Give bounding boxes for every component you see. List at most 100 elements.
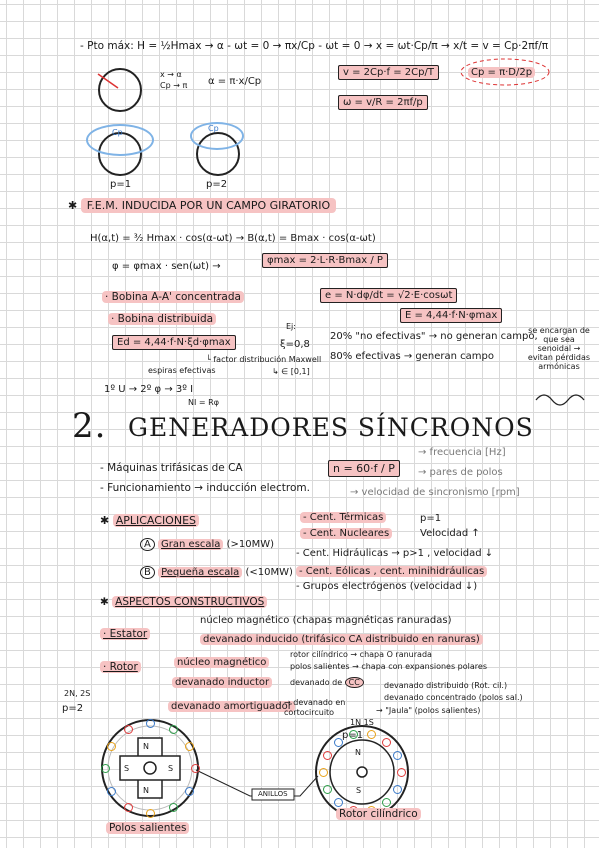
p1-field-loop xyxy=(86,124,154,156)
rotor-s: S xyxy=(356,786,362,795)
coil-dot xyxy=(382,798,392,808)
v-equation: v = 2Cp·f = 2Cp/T xyxy=(338,65,439,80)
estator-devanado: devanado inducido (trifásico CA distribu… xyxy=(200,634,483,645)
centrales-eolicas: - Cent. Eólicas , cent. minihidráulicas xyxy=(296,566,488,577)
devanado-de: devanado de xyxy=(290,678,343,687)
efectivas-note: 80% efectivas → generan campo xyxy=(330,351,494,362)
rotor-cilindrico-caption: Rotor cilíndrico xyxy=(336,808,421,820)
coil-dot xyxy=(146,719,155,728)
espiras-efectivas: espiras efectivas xyxy=(148,366,216,375)
u-phi-i-chain: 1º U → 2º φ → 3º I xyxy=(104,384,194,395)
map-cp-pi: Cp → π xyxy=(160,81,188,90)
cortocircuito-note: → devanado en cortocircuito xyxy=(284,698,346,717)
aspectos-heading-line: ✱ ASPECTOS CONSTRUCTIVOS xyxy=(100,596,268,609)
rotor-n: N xyxy=(355,748,361,757)
centrales-hidraulicas: - Cent. Hidráulicas → p>1 , velocidad ↓ xyxy=(296,548,494,559)
cc-badge: CC xyxy=(344,677,364,688)
devanado-cc-line: devanado de CC xyxy=(290,677,364,688)
pole-circle-diagram xyxy=(98,68,142,112)
side-note: se encargan de que sea senoidal → evitan… xyxy=(527,326,591,371)
bobina-distribuida: · Bobina distribuida xyxy=(108,313,217,325)
coil-dot xyxy=(319,768,328,777)
right-poles-count: 1N 1S xyxy=(350,718,374,727)
ni-equation: NI = Rφ xyxy=(188,398,219,407)
cp-equation: Cp = π·D/2p xyxy=(468,67,536,78)
centrales-termicas: - Cent. Térmicas xyxy=(300,512,387,523)
letter-a: A xyxy=(140,538,155,551)
fem-heading: F.E.M. INDUCIDA POR UN CAMPO GIRATORIO xyxy=(80,198,337,213)
h-field-equation: H(α,t) = ³⁄₂ Hmax · cos(α-ωt) → B(α,t) =… xyxy=(90,233,376,244)
polos-salientes-caption: Polos salientes xyxy=(106,822,190,834)
coil-dot xyxy=(101,764,110,773)
pto-max-line: - Pto máx: H = ½Hmax → α - ωt = 0 → πx/C… xyxy=(80,40,548,53)
bobina-concentrada: · Bobina A-A' concentrada xyxy=(102,291,244,303)
estator-nucleo: núcleo magnético (chapas magnéticas ranu… xyxy=(200,615,452,626)
p2-field-loop xyxy=(190,122,244,150)
anillos-label: ANILLOS xyxy=(258,790,288,798)
coil-dot xyxy=(168,725,178,735)
E-equation: E = 4,44·f·N·φmax xyxy=(400,308,503,323)
fem-heading-line: ✱ F.E.M. INDUCIDA POR UN CAMPO GIRATORIO xyxy=(68,198,337,213)
pequena-escala: Pequeña escala xyxy=(158,567,243,578)
maquinas-trifasicas: - Máquinas trifásicas de CA xyxy=(100,462,243,474)
phi-equation: φ = φmax · sen(ωt) → xyxy=(112,261,221,272)
coil-dot xyxy=(382,737,392,747)
centrales-nucleares: - Cent. Nucleares xyxy=(300,528,393,539)
estator-label: · Estator xyxy=(100,628,151,640)
pole-n-top: N xyxy=(143,742,149,751)
funcionamiento: - Funcionamiento → inducción electrom. xyxy=(100,482,310,494)
cp-symbol-p1: Cp xyxy=(112,128,123,137)
frecuencia-label: → frecuencia [Hz] xyxy=(418,447,506,458)
pole-n-bottom: N xyxy=(143,786,149,795)
rotor-nucleo: núcleo magnético xyxy=(174,657,270,668)
devanado-concentrado: devanado concentrado (polos sal.) xyxy=(384,693,523,702)
pequena-escala-range: (<10MW) xyxy=(245,567,293,578)
coil-dot xyxy=(107,786,117,796)
phimax-equation: φmax = 2·L·R·Bmax / P xyxy=(262,253,388,268)
jaula-note: → "Jaula" (polos salientes) xyxy=(376,706,481,715)
devanado-distribuido: devanado distribuido (Rot. cil.) xyxy=(384,681,508,690)
letter-b: B xyxy=(140,566,155,579)
aplicaciones-heading-line: ✱ APLICACIONES xyxy=(100,514,200,527)
w-equation: ω = v/R = 2πf/p xyxy=(338,95,428,110)
coil-dot xyxy=(393,751,403,761)
velocidad-alta: Velocidad ↑ xyxy=(420,528,480,539)
coil-dot xyxy=(123,802,133,812)
no-efectivas-note: 20% "no efectivas" → no generan campo, xyxy=(330,331,538,342)
xi-value: ξ=0,8 xyxy=(280,339,310,350)
map-x-alpha: x → α xyxy=(160,70,182,79)
coil-dot xyxy=(146,809,155,818)
rotor-cilindrico-note: rotor cilíndrico → chapa O ranurada xyxy=(290,650,432,659)
example-label: Ej: xyxy=(286,322,296,331)
grupos-electrogenos: - Grupos electrógenos (velocidad ↓) xyxy=(296,581,478,592)
coil-dot xyxy=(168,802,178,812)
p1-label: p=1 xyxy=(110,179,132,190)
salient-pole-machine xyxy=(101,719,199,817)
coil-dot xyxy=(107,741,117,751)
pequena-escala-line: B Pequeña escala (<10MW) xyxy=(140,566,293,579)
coil-dot xyxy=(393,784,403,794)
coil-dot xyxy=(333,798,343,808)
n-equation: n = 60·f / P xyxy=(328,460,400,477)
aplicaciones-heading: APLICACIONES xyxy=(112,514,200,527)
cp-symbol-p2: Cp xyxy=(208,124,219,133)
pole-s-right: S xyxy=(168,764,174,773)
p2-label: p=2 xyxy=(206,179,228,190)
left-poles-count: 2N, 2S xyxy=(64,689,91,698)
factor-distribucion: └ factor distribución Maxwell xyxy=(206,355,322,364)
coil-dot xyxy=(123,725,133,735)
section-title: GENERADORES SÍNCRONOS xyxy=(128,413,534,442)
alpha-equation: α = π·x/Cp xyxy=(208,76,262,87)
factor-range: ↳ ∈ [0,1] xyxy=(272,367,310,376)
velocidad-label: → velocidad de sincronismo [rpm] xyxy=(350,487,520,498)
coil-dot xyxy=(397,768,406,777)
coil-dot xyxy=(184,786,194,796)
ed-equation: Ed = 4,44·f·N·ξd·φmax xyxy=(112,335,236,350)
apps-p1: p=1 xyxy=(420,513,442,524)
polos-salientes-note: polos salientes → chapa con expansiones … xyxy=(290,662,487,671)
coil-dot xyxy=(349,729,359,739)
e-equation: e = N·dφ/dt = √2·E·cosωt xyxy=(320,288,458,303)
pole-s-left: S xyxy=(124,764,130,773)
coil-dot xyxy=(322,784,332,794)
